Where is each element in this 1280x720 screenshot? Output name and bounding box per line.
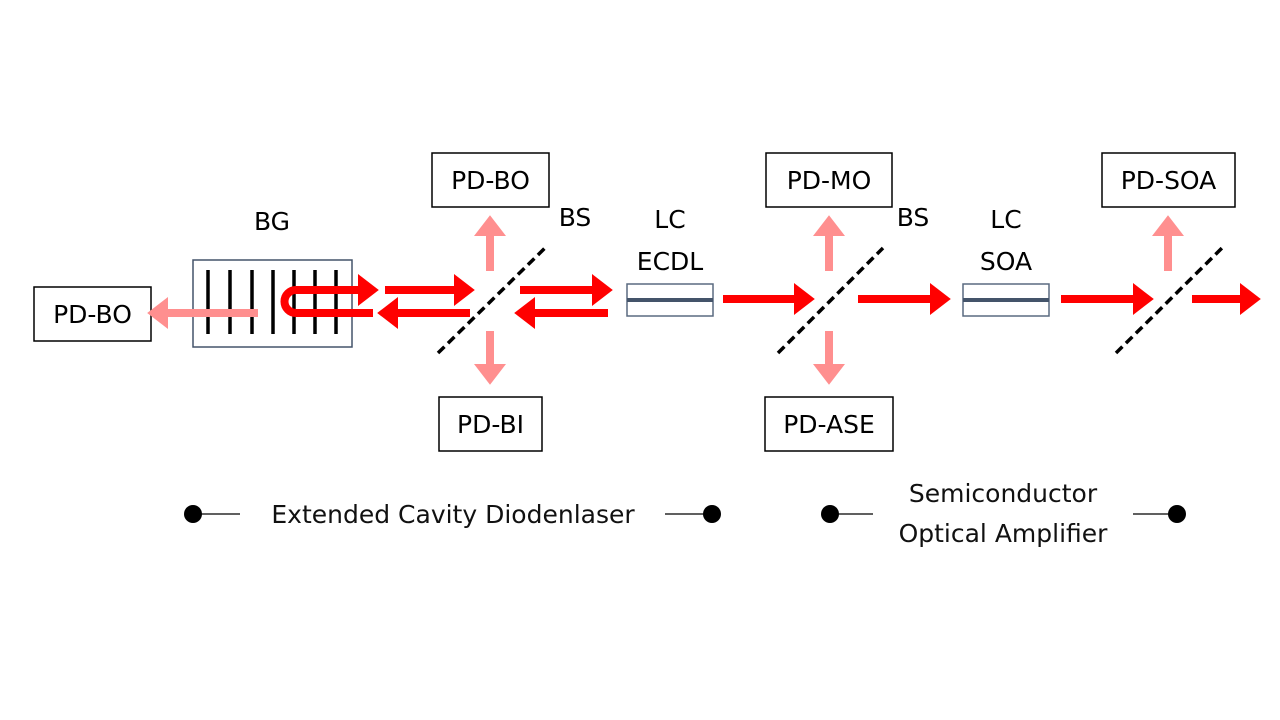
bs1-label: BS	[559, 203, 592, 232]
section-soa: Semiconductor Optical Amplifier	[821, 479, 1186, 548]
section-soa-end-dot	[1168, 505, 1186, 523]
lc-ecdl-label-line2: ECDL	[637, 247, 704, 276]
pd-bi-label: PD-BI	[457, 410, 524, 439]
lc-ecdl-label-line1: LC	[654, 205, 685, 234]
photodiode-mo: PD-MO	[765, 152, 893, 208]
beam-splitter-1	[436, 246, 547, 355]
section-soa-label-line2: Optical Amplifier	[899, 519, 1109, 548]
beam-arrow-bg-reflection	[280, 274, 379, 317]
pd-bo-left-label: PD-BO	[53, 300, 132, 329]
pd-soa-label: PD-SOA	[1121, 166, 1217, 195]
section-ecdl: Extended Cavity Diodenlaser	[184, 500, 721, 529]
pd-bo-top-label: PD-BO	[451, 166, 530, 195]
photodiode-bi: PD-BI	[438, 396, 543, 452]
photodiode-bo-top: PD-BO	[431, 152, 550, 208]
lc-soa-label-line2: SOA	[980, 247, 1032, 276]
beam-splitter-3	[1114, 246, 1224, 355]
pd-ase-label: PD-ASE	[783, 410, 875, 439]
section-soa-label-line1: Semiconductor	[909, 479, 1098, 508]
photodiode-ase: PD-ASE	[764, 396, 894, 452]
lens-collimator-ecdl	[626, 283, 714, 317]
lens-collimator-soa	[962, 283, 1050, 317]
bragg-grating	[192, 259, 353, 348]
bs2-label: BS	[897, 203, 930, 232]
photodiode-bo-left: PD-BO	[33, 286, 152, 342]
beam-splitter-2	[776, 246, 885, 355]
section-ecdl-label: Extended Cavity Diodenlaser	[271, 500, 635, 529]
lc-soa-label-line1: LC	[990, 205, 1021, 234]
bg-label: BG	[254, 207, 290, 236]
pd-mo-label: PD-MO	[787, 166, 872, 195]
grating-lines	[206, 270, 338, 334]
section-ecdl-end-dot	[703, 505, 721, 523]
photodiode-soa: PD-SOA	[1101, 152, 1236, 208]
